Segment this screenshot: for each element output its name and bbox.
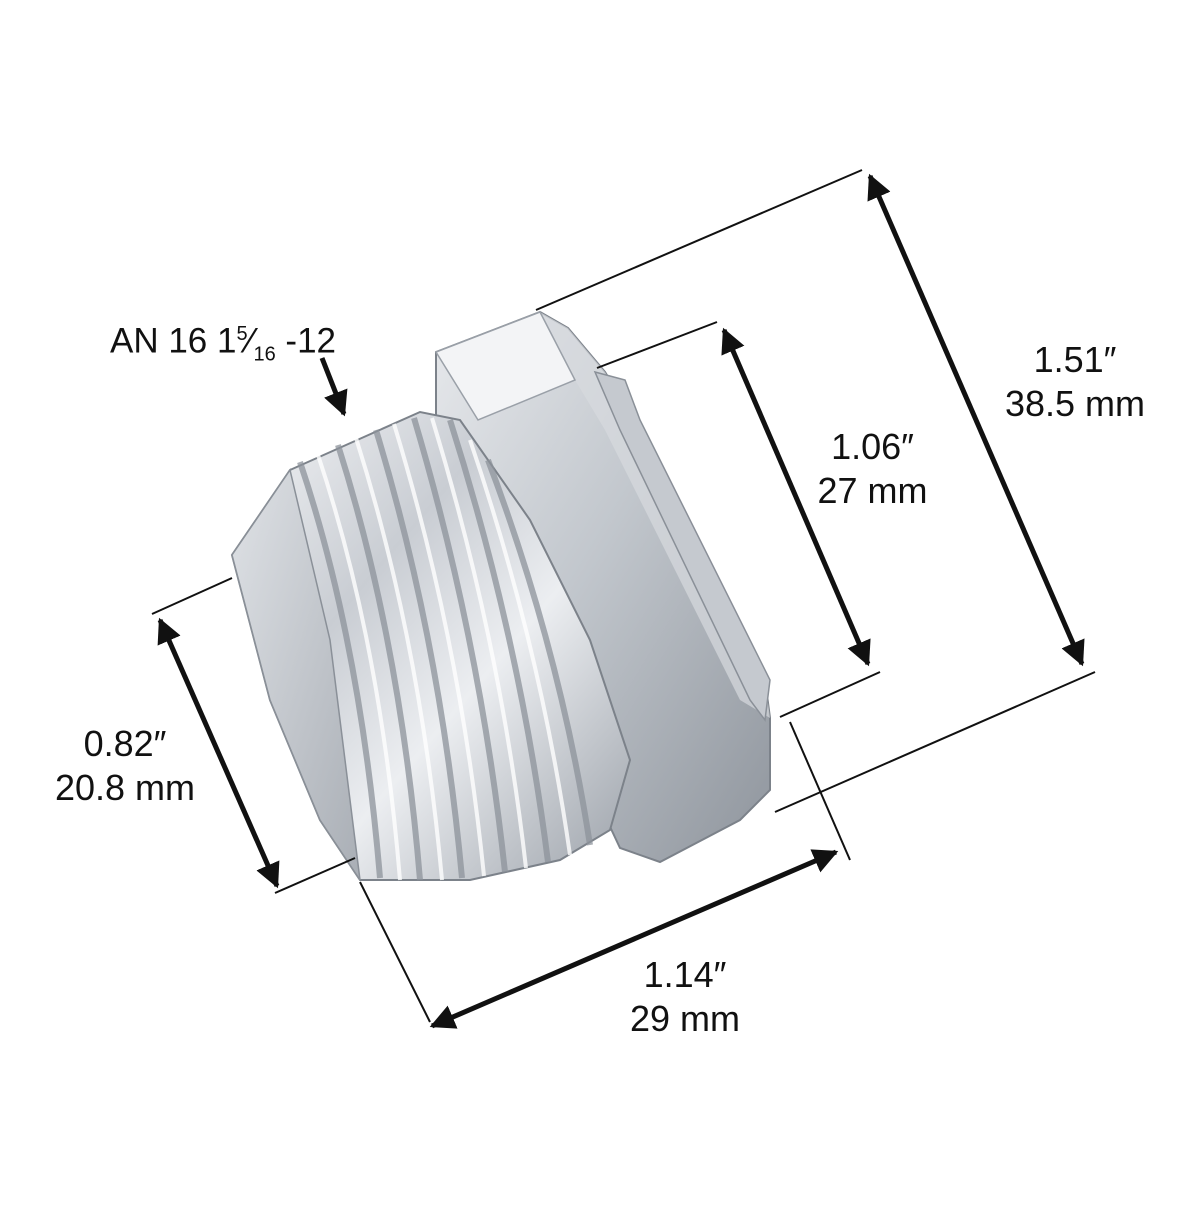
length-mm: 29 mm [629, 998, 741, 1039]
length-label: 1.14″ 29 mm [585, 953, 785, 1041]
tip-diameter-inch: 0.82″ [83, 723, 167, 764]
body-diameter-mm: 27 mm [817, 470, 928, 511]
thread-label-arrow [319, 357, 348, 417]
tip-diameter-arrow [157, 617, 280, 889]
thread-grooves [297, 417, 593, 881]
tip-diameter-label: 0.82″ 20.8 mm [30, 722, 220, 810]
overall-diameter-mm: 38.5 mm [1004, 383, 1146, 424]
overall-diameter-label: 1.51″ 38.5 mm [975, 338, 1175, 426]
body-diameter-arrow [721, 327, 871, 667]
body-diameter-label: 1.06″ 27 mm [790, 425, 955, 513]
overall-diameter-inch: 1.51″ [1033, 339, 1117, 380]
threaded-section [230, 410, 632, 881]
overall-diameter-arrow [867, 173, 1085, 667]
thread-spec-label: AN 16 15⁄16 -12 [110, 321, 337, 366]
length-inch: 1.14″ [643, 954, 727, 995]
dimension-arrows [157, 173, 1085, 1029]
body-diameter-inch: 1.06″ [831, 426, 914, 467]
tip-diameter-mm: 20.8 mm [54, 767, 196, 808]
extension-lines [151, 169, 1096, 1023]
length-arrow [429, 849, 839, 1029]
